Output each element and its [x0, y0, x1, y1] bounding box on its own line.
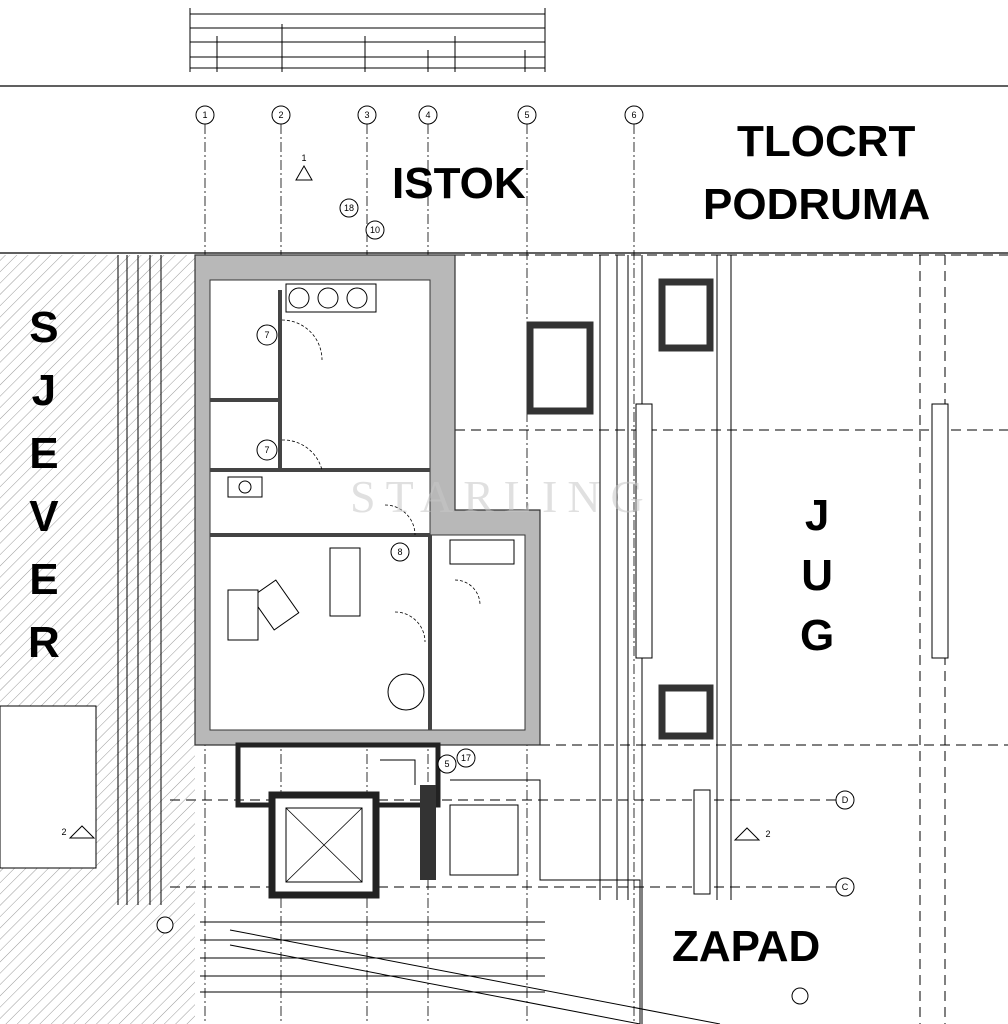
south-vertical-lines — [599, 255, 732, 1024]
left-dimension-lines — [117, 255, 162, 905]
room-tag-label: 17 — [461, 753, 471, 763]
west-label: ZAPAD — [672, 922, 821, 971]
grid-axis-label: 1 — [202, 110, 207, 120]
north-letter: R — [28, 618, 60, 667]
section-markers — [68, 164, 761, 841]
plan-title-line2: PODRUMA — [703, 180, 931, 229]
south-letter: G — [800, 611, 835, 660]
room-tag-label: 7 — [264, 445, 269, 455]
door-swings — [281, 319, 481, 643]
south-label: J U G — [800, 486, 834, 666]
fixtures — [227, 283, 515, 711]
south-letter: U — [801, 551, 833, 600]
room-tag-label: 8 — [397, 547, 402, 557]
east-label: ISTOK — [392, 159, 526, 208]
grid-axis-label: 2 — [278, 110, 283, 120]
bottom-dimension-lines — [200, 921, 721, 1024]
watermark: STARLING — [350, 471, 654, 522]
plan-title-line1: TLOCRT — [737, 117, 916, 166]
neighbour-hatch-area — [0, 255, 195, 1024]
row-axis-labels: DC — [842, 795, 849, 892]
grid-axis-bubbles — [195, 105, 644, 125]
north-letter: J — [31, 366, 57, 415]
north-label: S J E V E R — [28, 296, 60, 674]
room-tag-label: 5 — [444, 759, 449, 769]
room-tag-circles — [256, 198, 476, 774]
section-mark-label: 1 — [301, 153, 306, 163]
section-mark-label: 2 — [765, 829, 770, 839]
grid-axis-label: 4 — [425, 110, 430, 120]
light-wells — [526, 278, 949, 895]
north-letter: E — [29, 555, 59, 604]
row-axis-bubbles — [156, 790, 855, 1005]
north-letter: S — [29, 303, 59, 352]
grid-axis-label: 6 — [631, 110, 636, 120]
top-dimension-lines — [189, 8, 546, 72]
row-axis-label: C — [842, 882, 849, 892]
grid-axis-label: 3 — [364, 110, 369, 120]
room-tag-labels: 7 7 18 10 5 17 8 1 2 2 — [61, 153, 770, 839]
grid-axis-label: 5 — [524, 110, 529, 120]
south-letter: J — [804, 491, 830, 540]
neighbour-outline — [0, 705, 97, 869]
room-tag-label: 7 — [264, 330, 269, 340]
section-mark-label: 2 — [61, 827, 66, 837]
row-axis-label: D — [842, 795, 849, 805]
room-tag-label: 18 — [344, 203, 354, 213]
stair-block — [235, 742, 641, 1024]
grid-axis-labels: 1 2 3 4 5 6 — [202, 110, 636, 120]
room-tag-label: 10 — [370, 225, 380, 235]
north-letter: V — [29, 492, 59, 541]
north-letter: E — [29, 429, 59, 478]
interior-walls — [210, 290, 432, 730]
